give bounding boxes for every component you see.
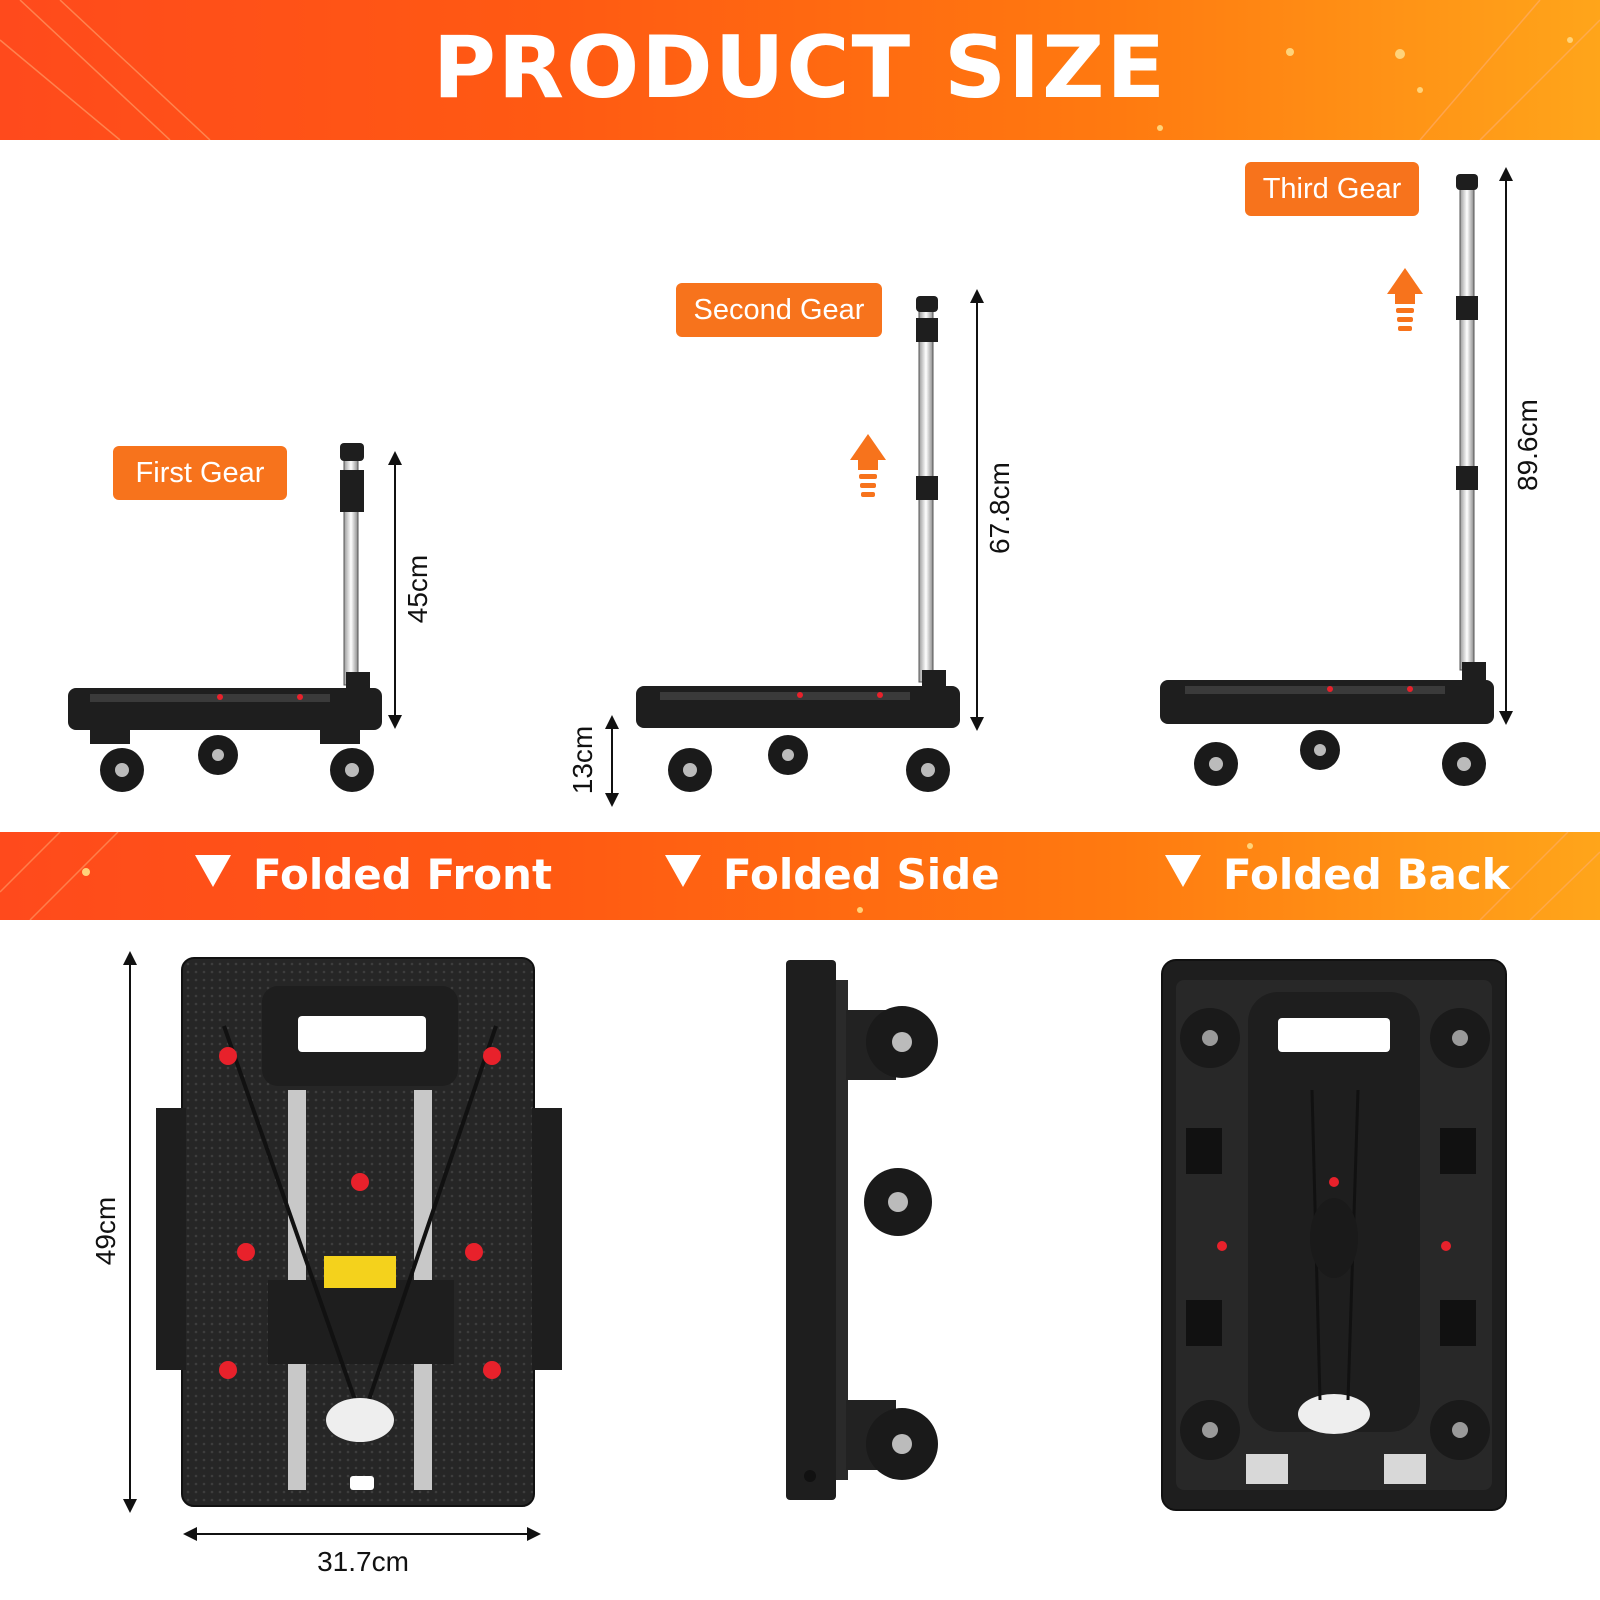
dimension-label-folded-height: 49cm [90,1196,121,1266]
folded-illustrations [123,951,1507,1541]
lift-arrow-icon [850,434,886,497]
dimension-label-first-gear: 45cm [402,554,433,624]
cart-first-gear [68,443,382,792]
gear-illustrations [68,167,1513,807]
gear-badge-second: Second Gear [676,283,882,337]
section-label-folded-side: Folded Side [665,850,1000,899]
dimension-label-third-gear: 89.6cm [1512,399,1543,491]
folded-back-view [1161,959,1507,1511]
gear-badge-third: Third Gear [1245,162,1419,216]
cart-third-gear [1160,174,1494,786]
page-title: PRODUCT SIZE [432,18,1168,118]
dimension-label-second-gear: 67.8cm [984,462,1015,554]
gear-badge-first: First Gear [113,446,287,500]
folded-views-banner: Folded Front Folded Side Folded Back [0,832,1600,920]
header-banner: PRODUCT SIZE [0,0,1600,140]
folded-side-view [786,960,938,1500]
banner-decoration [0,832,1600,920]
down-triangle-icon [665,855,701,887]
section-label-folded-front: Folded Front [195,850,552,899]
down-triangle-icon [1165,855,1201,887]
dimension-label-wheel: 13cm [567,725,598,795]
down-triangle-icon [195,855,231,887]
section-label-folded-back: Folded Back [1165,850,1510,899]
lift-arrow-icon [1387,268,1423,331]
folded-front-view [156,957,562,1507]
banner-decoration [0,0,1600,140]
dimension-label-folded-width: 31.7cm [317,1546,409,1577]
cart-second-gear [636,296,960,792]
